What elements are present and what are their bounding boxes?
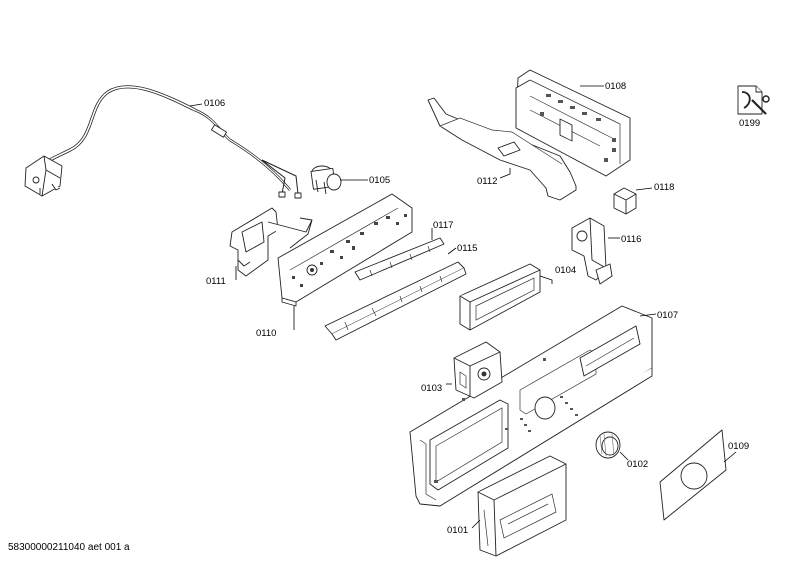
connector-part	[613, 187, 653, 215]
filter-capacitor-part	[310, 165, 368, 195]
callout-0118: 0118	[654, 182, 674, 193]
callout-0110: 0110	[256, 328, 276, 339]
callout-0115: 0115	[457, 243, 477, 254]
callout-0111: 0111	[206, 276, 226, 287]
callout-0116: 0116	[621, 234, 641, 245]
callout-0101: 0101	[447, 525, 468, 536]
callout-0199: 0199	[739, 118, 760, 129]
button-strip-part	[324, 247, 467, 341]
wiring-bracket-part	[229, 207, 313, 280]
callout-0109: 0109	[728, 441, 749, 452]
callout-0108: 0108	[605, 81, 626, 92]
callout-0104: 0104	[555, 265, 576, 276]
callout-0112: 0112	[477, 176, 497, 187]
callout-0117: 0117	[433, 220, 453, 231]
control-pcb-part	[277, 193, 413, 330]
callout-0106: 0106	[204, 98, 225, 109]
decor-plate-part	[659, 429, 737, 521]
module-housing-part	[427, 97, 577, 201]
control-panel-fascia-part	[409, 305, 657, 507]
switch-bracket-part	[571, 217, 620, 285]
power-cord-part	[24, 85, 302, 199]
display-window-part	[459, 263, 553, 331]
selector-bracket-part	[446, 341, 503, 399]
selector-knob-part	[595, 431, 629, 461]
drawer-handle-part	[471, 455, 567, 557]
callout-0103: 0103	[421, 383, 442, 394]
callout-0102: 0102	[627, 459, 648, 470]
callout-0107: 0107	[657, 310, 678, 321]
light-guide-strip-part	[354, 228, 445, 281]
callout-0105: 0105	[369, 175, 390, 186]
documentation-icon	[737, 85, 770, 115]
document-id: 58300000211040 aet 001 a	[8, 542, 130, 553]
power-module-part	[515, 69, 631, 177]
